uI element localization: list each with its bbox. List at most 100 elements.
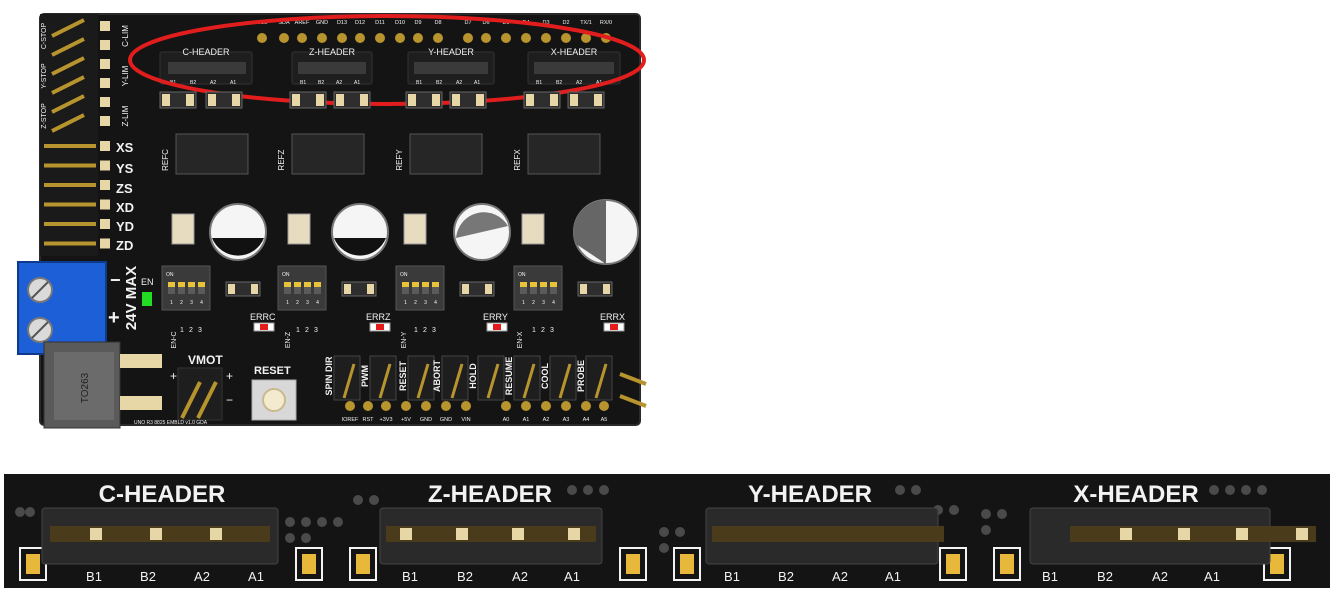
strip-via <box>981 509 991 519</box>
limit-label-z: Z-LIM <box>121 105 130 126</box>
strip-via <box>333 517 343 527</box>
strip-header-c: C-HEADER B1 B2 A2 A1 <box>41 481 279 584</box>
control-header-body <box>585 355 613 401</box>
control-pin <box>486 363 500 399</box>
strip-pad <box>356 554 370 574</box>
en-pin-number: 1 <box>414 327 418 334</box>
dip-toggle[interactable] <box>198 282 205 287</box>
top-pin <box>355 33 365 43</box>
top-pin-label: AREF <box>295 20 310 26</box>
strip-via <box>285 517 295 527</box>
dip-toggle[interactable] <box>314 282 321 287</box>
top-header-c: C-HEADER B1 B2 A2 A1 <box>159 47 253 86</box>
dip-number: 1 <box>170 300 173 306</box>
strip-via <box>911 485 921 495</box>
dip-toggle[interactable] <box>168 282 175 287</box>
driver-chip-c: REFC <box>161 133 249 175</box>
ref-label-c: REFC <box>161 149 170 171</box>
control-label: PWM <box>360 365 370 387</box>
en-pin-number: 2 <box>541 327 545 334</box>
top-header-x: X-HEADER B1 B2 A2 A1 <box>527 47 621 86</box>
limit-label-y: Y-LIM <box>121 65 130 86</box>
driver-chips: REFC REFZ REFY REFX <box>161 133 601 175</box>
limit-pin <box>51 113 85 133</box>
control-header-body <box>477 355 505 401</box>
strip-pad-outline <box>619 547 647 581</box>
reset-button[interactable]: RESET <box>251 365 297 421</box>
top-header-c-a1: A1 <box>230 80 236 86</box>
bottom-pin-label: A2 <box>543 417 550 423</box>
dip-toggle[interactable] <box>412 282 419 287</box>
control-label: PROBE <box>576 360 586 392</box>
strip-header-y-label: Y-HEADER <box>748 481 872 508</box>
control-pin <box>416 363 430 399</box>
dip-toggle[interactable] <box>422 282 429 287</box>
limit-pad <box>100 97 110 107</box>
en-pin-number: 3 <box>198 327 202 334</box>
dip-toggle[interactable] <box>432 282 439 287</box>
trimpot-x <box>521 213 545 245</box>
bottom-pin-label: +5V <box>401 417 411 423</box>
control-label: SPIN DIR <box>324 356 334 396</box>
dip-on-label: ON <box>166 272 174 278</box>
dip-toggle[interactable] <box>294 282 301 287</box>
top-pin-label: D3 <box>542 20 549 26</box>
strip-header-x-a1: A1 <box>1204 569 1220 584</box>
control-header-body <box>513 355 541 401</box>
bottom-pin <box>541 401 551 411</box>
dip-number: 2 <box>414 300 417 306</box>
strip-header-y: Y-HEADER B1 B2 A2 A1 <box>705 481 944 584</box>
signal-pad <box>100 160 110 171</box>
strip-header-z-b2: B2 <box>457 569 473 584</box>
stop-label-z: Z-STOP <box>41 103 48 129</box>
dip-toggle[interactable] <box>520 282 527 287</box>
signal-xd: XD <box>116 200 134 215</box>
side-signal-header: XS YS ZS XD YD ZD <box>40 136 134 256</box>
bottom-pin-label: A1 <box>523 417 530 423</box>
dip-toggle[interactable] <box>402 282 409 287</box>
en-pin-number: 3 <box>314 327 318 334</box>
top-header-y-label: Y-HEADER <box>428 47 474 57</box>
bottom-pin <box>581 401 591 411</box>
strip-pad-outline <box>939 547 967 581</box>
bottom-pin-label: RST <box>363 417 375 423</box>
dip-toggle[interactable] <box>550 282 557 287</box>
strip-header-x-b1: B1 <box>1042 569 1058 584</box>
top-pin-label: D5 <box>502 20 509 26</box>
strip-header-z-a2: A2 <box>512 569 528 584</box>
top-pin <box>395 33 405 43</box>
dip-toggle[interactable] <box>530 282 537 287</box>
strip-via <box>567 485 577 495</box>
control-pin <box>594 363 608 399</box>
top-pin-label: D6 <box>482 20 489 26</box>
dip-toggle[interactable] <box>284 282 291 287</box>
strip-via <box>285 533 295 543</box>
top-header-z-label: Z-HEADER <box>309 47 356 57</box>
dip-toggle[interactable] <box>188 282 195 287</box>
strip-via <box>949 505 959 515</box>
control-header-body <box>407 355 435 401</box>
err-label-c: ERRC <box>250 312 276 322</box>
top-pin-label: D9 <box>414 20 421 26</box>
signal-pad <box>100 141 110 151</box>
reset-button-cap[interactable] <box>262 388 286 412</box>
dip-number: 3 <box>190 300 193 306</box>
dip-toggle[interactable] <box>304 282 311 287</box>
dip-toggle[interactable] <box>178 282 185 287</box>
top-header-y-a2: A2 <box>456 80 462 86</box>
top-pin-label: D12 <box>355 20 365 26</box>
strip-header-y-a1: A1 <box>885 569 901 584</box>
limit-pin <box>51 75 85 95</box>
en-pin-number: 3 <box>550 327 554 334</box>
bottom-pin-label: +3V3 <box>380 417 393 423</box>
control-pin <box>558 363 572 399</box>
vmot-plus-left: + <box>170 369 177 383</box>
strip-header-x-label: X-HEADER <box>1073 481 1198 508</box>
top-pin <box>297 33 307 43</box>
dip-toggle[interactable] <box>540 282 547 287</box>
dip-number: 2 <box>180 300 183 306</box>
